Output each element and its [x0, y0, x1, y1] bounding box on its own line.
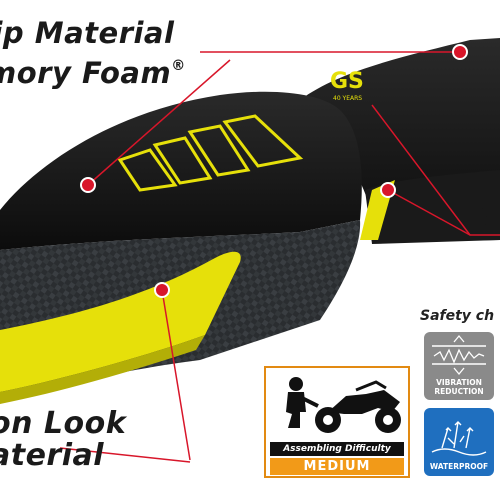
passenger-seat-side	[365, 170, 500, 244]
callout-carbon-look-line1: on Look	[0, 406, 127, 441]
registered-mark: ®	[171, 58, 186, 74]
yellow-side-panel	[0, 251, 241, 392]
callout-memory-foam-text: mory Foam	[0, 56, 172, 90]
callout-carbon-look-line2: aterial	[0, 438, 105, 473]
gs-logo: GS	[330, 69, 364, 94]
waterproof-badge: WATERPROOF	[424, 408, 494, 476]
gs-subtitle: 40 YEARS	[333, 95, 362, 102]
callout-memory-foam: mory Foam®	[0, 56, 186, 90]
yellow-panel-lower	[0, 335, 205, 404]
rider-seat-top	[0, 91, 362, 250]
callout-dots	[80, 44, 468, 298]
vibration-icon	[432, 334, 486, 376]
badge-frame: Assembling Difficulty MEDIUM	[264, 366, 410, 478]
callout-lines	[59, 51, 500, 463]
difficulty-level: MEDIUM	[270, 458, 404, 475]
waterproof-label: WATERPROOF	[429, 462, 489, 471]
callout-grip-material: lip Material	[0, 16, 175, 50]
callout-right-label: Lo	[478, 202, 500, 236]
mechanic-motorcycle-icon	[286, 377, 401, 433]
safety-checks-title: Safety ch	[420, 308, 495, 324]
waterproof-icon	[431, 421, 487, 456]
vibration-reduction-badge: VIBRATION REDUCTION	[424, 332, 494, 400]
assembling-difficulty-title: Assembling Difficulty	[270, 442, 404, 456]
chevron-stitching	[117, 114, 304, 192]
vibration-reduction-label: VIBRATION REDUCTION	[434, 378, 484, 396]
assembling-difficulty-badge: Assembling Difficulty MEDIUM	[264, 366, 410, 478]
